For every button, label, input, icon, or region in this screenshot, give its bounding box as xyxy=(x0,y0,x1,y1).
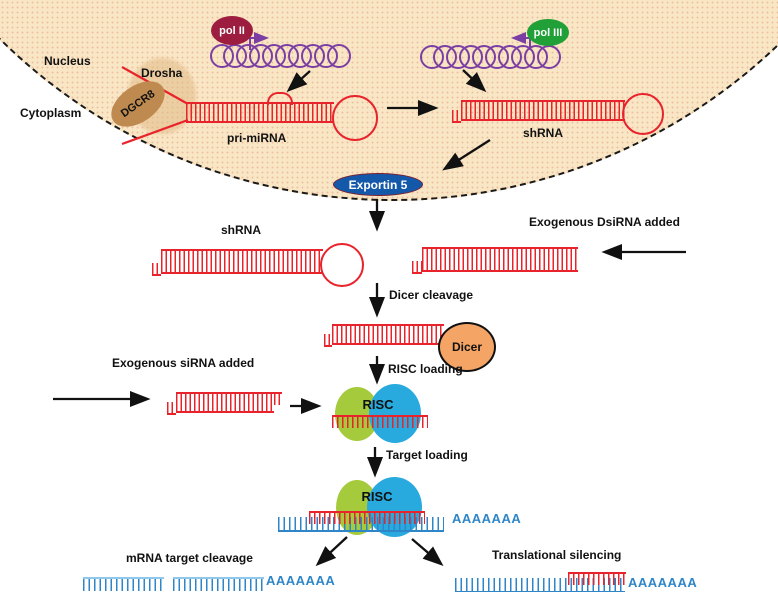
target-loading-label: Target loading xyxy=(386,448,468,462)
risc2-label: RISC xyxy=(361,489,393,504)
cleaved-mrna-fragment-1 xyxy=(83,577,164,591)
exogenous-dsirna-label: Exogenous DsiRNA added xyxy=(529,215,680,229)
primirna-duplex xyxy=(186,102,334,123)
translational-silencing-label: Translational silencing xyxy=(492,548,622,562)
silencing-guide-strand xyxy=(568,572,626,585)
shrna-cytoplasm-label: shRNA xyxy=(221,223,262,237)
pol2-protein: pol II xyxy=(211,16,253,45)
risc2-guide-strand xyxy=(309,511,425,524)
shrna-nuclear-loop xyxy=(622,93,664,135)
shrna-cytoplasm-overhang xyxy=(152,263,161,276)
dicer-label: Dicer xyxy=(451,340,483,354)
shrna-cytoplasm-duplex xyxy=(161,249,323,274)
shrna-nuclear-label: shRNA xyxy=(523,126,564,140)
risc1-label: RISC xyxy=(362,397,394,412)
diced-duplex-overhang xyxy=(324,334,332,347)
pol2-label: pol II xyxy=(219,24,245,37)
nucleus-label: Nucleus xyxy=(44,54,91,68)
sirna-overhang-right xyxy=(274,392,282,405)
exportin5-protein: Exportin 5 xyxy=(333,173,423,196)
shrna-nuclear-overhang xyxy=(452,110,461,123)
drosha-label: Drosha xyxy=(141,66,183,80)
exportin5-label: Exportin 5 xyxy=(348,177,408,192)
arrow-to-mrna-cleavage-icon xyxy=(315,536,348,567)
shrna-nuclear-duplex xyxy=(461,100,625,121)
dsirna-duplex xyxy=(422,247,578,272)
diced-duplex xyxy=(332,324,444,345)
cleaved-mrna-fragment-2 xyxy=(173,577,264,591)
mrna-cleavage-label: mRNA target cleavage xyxy=(126,551,253,565)
dsirna-overhang xyxy=(412,261,422,274)
polya-target-label: AAAAAAA xyxy=(452,511,522,526)
risc1-guide-strand xyxy=(332,415,428,428)
primirna-label: pri-miRNA xyxy=(227,131,287,145)
dicer-protein: Dicer xyxy=(438,322,496,372)
shrna-cytoplasm-loop xyxy=(320,243,364,287)
pol3-protein: pol III xyxy=(527,19,569,46)
risc-loading-label: RISC loading xyxy=(388,362,463,376)
primirna-terminal-loop xyxy=(332,95,378,141)
dicer-cleavage-label: Dicer cleavage xyxy=(389,288,474,302)
sirna-duplex xyxy=(176,392,274,413)
dgcr8-label: DGCR8 xyxy=(118,88,158,120)
polya-cleaved-label: AAAAAAA xyxy=(266,573,336,588)
polya-silenced-label: AAAAAAA xyxy=(628,575,698,590)
risc1-blue-subunit xyxy=(369,384,421,443)
exogenous-sirna-label: Exogenous siRNA added xyxy=(112,356,255,370)
primirna-bulge xyxy=(267,92,293,105)
pol3-label: pol III xyxy=(533,26,563,39)
cytoplasm-label: Cytoplasm xyxy=(20,106,82,120)
sirna-overhang-left xyxy=(167,402,176,415)
arrow-to-silencing-icon xyxy=(411,538,444,566)
